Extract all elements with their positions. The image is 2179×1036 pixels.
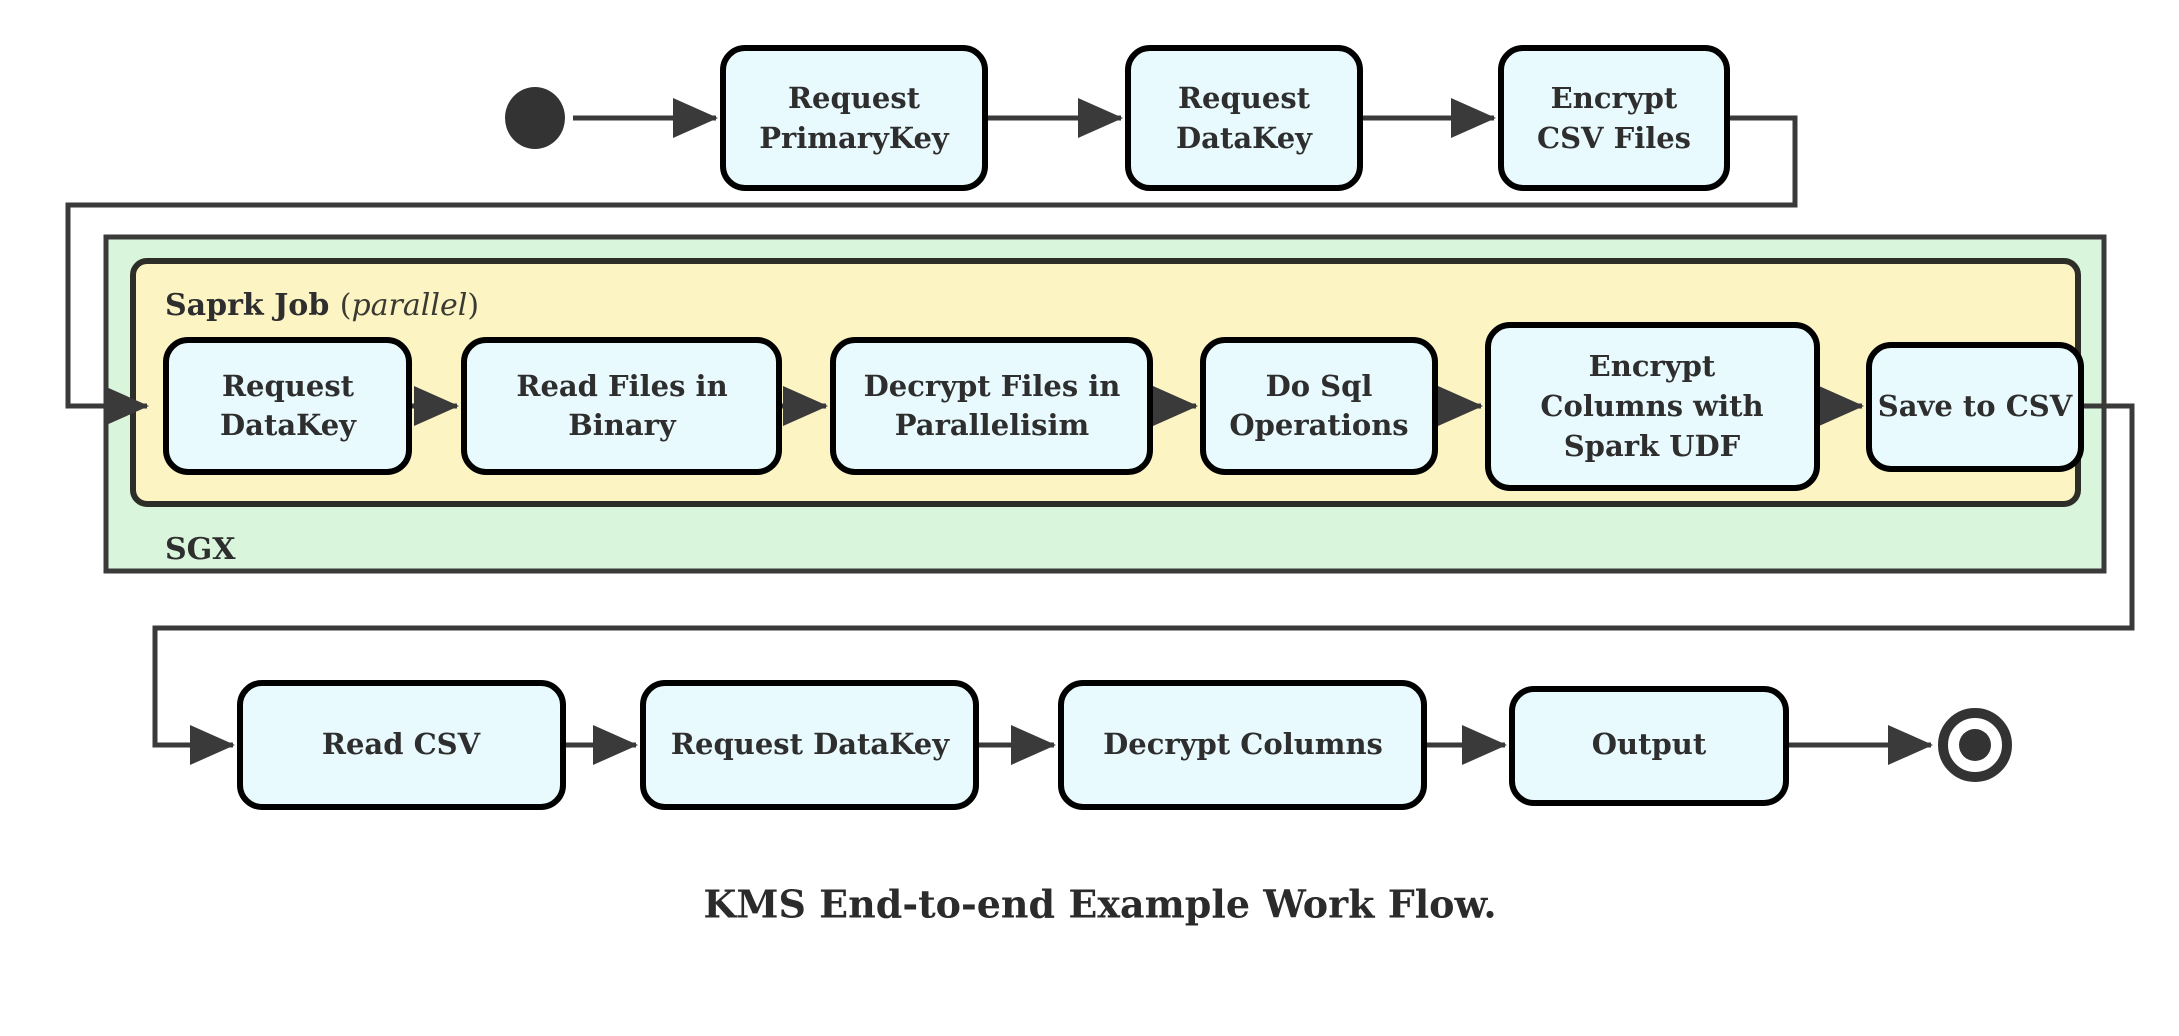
node-request-datakey-bottom-box[interactable] <box>640 680 979 810</box>
node-read-csv[interactable]: Read CSV <box>237 680 566 810</box>
node-output[interactable]: Output <box>1509 686 1789 806</box>
node-encrypt-csv-files-box[interactable] <box>1498 45 1730 191</box>
node-encrypt-csv-files[interactable]: Encrypt CSV Files <box>1498 45 1730 191</box>
node-save-to-csv[interactable]: Save to CSV <box>1866 342 2084 472</box>
node-request-datakey-top[interactable]: Request DataKey <box>1125 45 1363 191</box>
node-output-line-0: Output <box>1592 727 1707 761</box>
node-do-sql-operations-box[interactable] <box>1200 337 1438 475</box>
node-output-box[interactable] <box>1509 686 1789 806</box>
node-request-datakey-bottom-line-0: Request DataKey <box>671 727 950 761</box>
start-state-dot-icon <box>505 87 565 149</box>
node-request-primarykey-line-0: Request <box>788 81 921 115</box>
node-do-sql-line-0: Do Sql <box>1266 369 1373 403</box>
node-encrypt-columns-line-1: Columns with <box>1540 389 1763 423</box>
node-decrypt-files-line-0: Decrypt Files in <box>864 369 1121 403</box>
spark-job-label-group: Saprk Job (parallel) <box>165 288 479 323</box>
node-encrypt-csv-files-line-0: Encrypt <box>1551 81 1678 115</box>
node-encrypt-csv-files-line-1: CSV Files <box>1537 121 1691 155</box>
node-decrypt-columns-line-0: Decrypt Columns <box>1103 727 1383 761</box>
node-encrypt-columns-line-2: Spark UDF <box>1564 429 1741 463</box>
node-read-csv-line-0: Read CSV <box>322 727 481 761</box>
wire-encrypt-csv-to-spark-datakey <box>65 115 1798 426</box>
spark-job-label-paren-close: ) <box>467 288 479 323</box>
node-read-csv-box[interactable] <box>237 680 566 810</box>
final-state-inner-dot-icon <box>1959 729 1991 761</box>
diagram-caption: KMS End-to-end Example Work Flow. <box>703 882 1496 927</box>
node-save-to-csv-line-0: Save to CSV <box>1878 389 2073 423</box>
node-encrypt-columns-box[interactable] <box>1485 322 1820 491</box>
node-request-datakey-spark-line-0: Request <box>222 369 355 403</box>
node-do-sql-operations[interactable]: Do Sql Operations <box>1200 337 1438 475</box>
node-request-datakey-spark-box[interactable] <box>163 337 412 475</box>
node-read-files-in-binary-box[interactable] <box>461 337 782 475</box>
node-read-files-in-binary-line-0: Read Files in <box>516 369 727 403</box>
node-read-files-in-binary-line-1: Binary <box>568 408 677 442</box>
spark-job-label-bold: Saprk Job <box>165 288 329 323</box>
node-encrypt-columns-with-spark-udf[interactable]: Encrypt Columns with Spark UDF <box>1485 322 1820 491</box>
node-request-datakey-spark-line-1: DataKey <box>220 408 357 442</box>
node-decrypt-columns[interactable]: Decrypt Columns <box>1058 680 1427 810</box>
node-decrypt-files-line-1: Parallelisim <box>895 408 1090 442</box>
node-decrypt-columns-box[interactable] <box>1058 680 1427 810</box>
spark-job-label-italic: parallel <box>351 288 467 323</box>
wire-save-csv-to-read-csv <box>152 403 2135 765</box>
node-request-primarykey[interactable]: Request PrimaryKey <box>720 45 988 191</box>
sgx-label: SGX <box>165 532 236 567</box>
node-request-primarykey-line-1: PrimaryKey <box>759 121 950 155</box>
spark-job-label-paren-open: ( <box>340 288 352 323</box>
node-request-primarykey-box[interactable] <box>720 45 988 191</box>
node-request-datakey-spark[interactable]: Request DataKey <box>163 337 412 475</box>
node-request-datakey-top-box[interactable] <box>1125 45 1363 191</box>
node-request-datakey-bottom[interactable]: Request DataKey <box>640 680 979 810</box>
node-decrypt-files-in-parallelisim-box[interactable] <box>830 337 1153 475</box>
node-encrypt-columns-line-0: Encrypt <box>1589 349 1716 383</box>
node-read-files-in-binary[interactable]: Read Files in Binary <box>461 337 782 475</box>
node-request-datakey-top-line-0: Request <box>1178 81 1311 115</box>
node-request-datakey-top-line-1: DataKey <box>1176 121 1313 155</box>
node-save-to-csv-box[interactable] <box>1866 342 2084 472</box>
node-decrypt-files-in-parallelisim[interactable]: Decrypt Files in Parallelisim <box>830 337 1153 475</box>
node-do-sql-line-1: Operations <box>1229 408 1408 442</box>
